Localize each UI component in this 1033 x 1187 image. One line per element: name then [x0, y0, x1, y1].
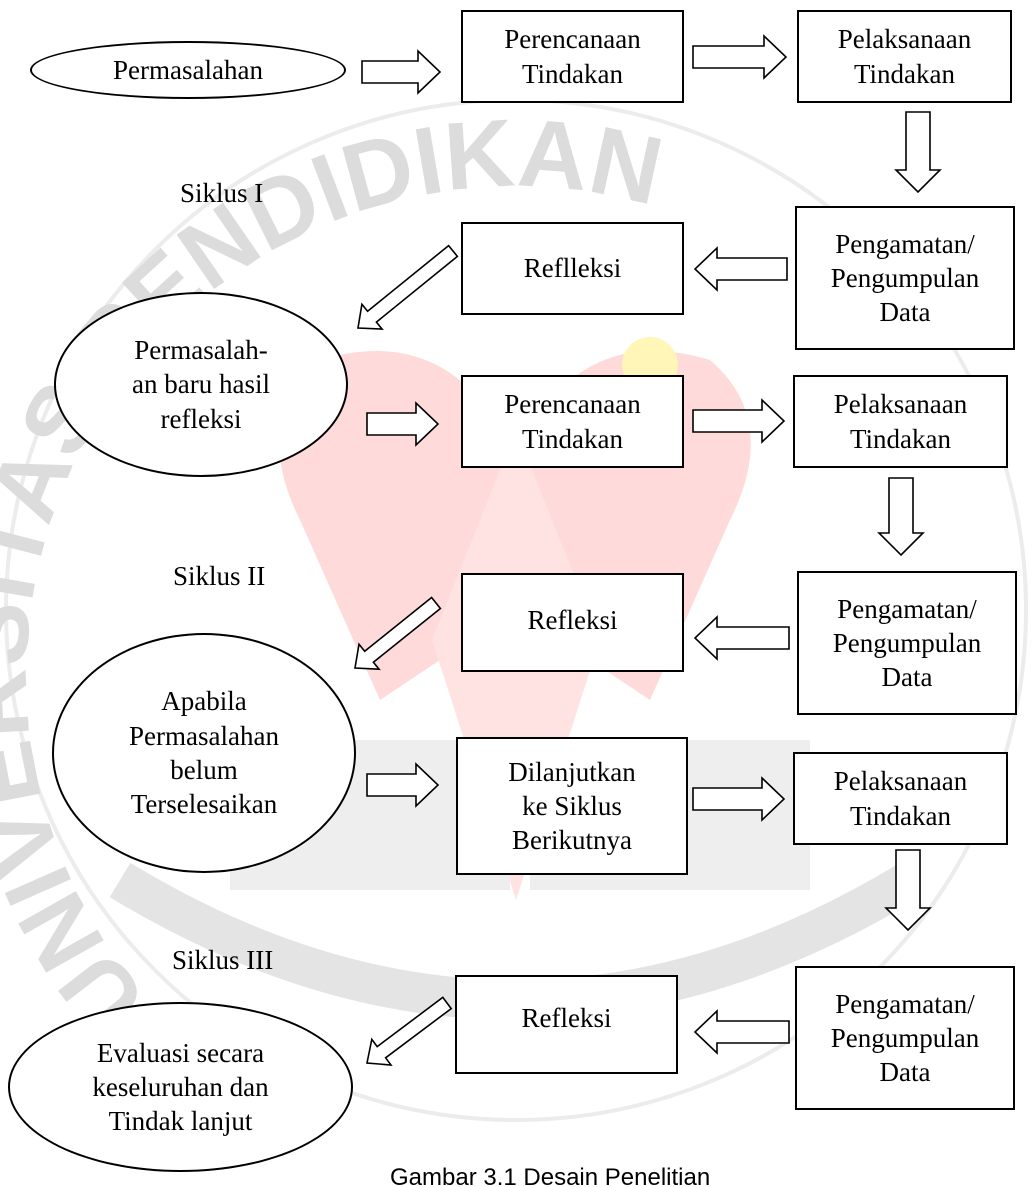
arrow-pengamatan-3-to-refleksi-3 [693, 1009, 790, 1055]
node-pelaksanaan-3: Pelaksanaan Tindakan [793, 752, 1008, 845]
arrow-pengamatan-2-to-refleksi-2 [693, 615, 790, 661]
label-siklus-1: Siklus I [180, 178, 264, 208]
arrow-pelaksanaan-2-to-pengamatan-2 [877, 477, 925, 557]
label-siklus-3: Siklus III [172, 945, 274, 975]
node-pengamatan-1: Pengamatan/ Pengumpulan Data [795, 206, 1015, 350]
node-perencanaan-2: Perencanaan Tindakan [461, 375, 684, 468]
figure-caption: Gambar 3.1 Desain Penelitian [390, 1164, 711, 1187]
arrow-pelaksanaan-1-to-pengamatan-1 [894, 111, 942, 194]
arrow-dilanjutkan-to-pelaksanaan-3 [692, 776, 786, 822]
arrow-pengamatan-1-to-refleksi-1 [693, 246, 788, 292]
node-refleksi-1: Reflleksi [461, 222, 684, 315]
node-pelaksanaan-2: Pelaksanaan Tindakan [793, 375, 1008, 468]
node-refleksi-2: Refleksi [461, 573, 684, 672]
label-siklus-2: Siklus II [173, 561, 266, 591]
arrow-perencanaan-1-to-pelaksanaan-1 [692, 34, 788, 80]
node-refleksi-3: Refleksi [455, 975, 678, 1074]
node-pelaksanaan-1: Pelaksanaan Tindakan [797, 10, 1012, 103]
arrow-permasalahan-to-perencanaan-1 [361, 49, 442, 95]
node-evaluasi: Evaluasi secara keseluruhan dan Tindak l… [8, 1002, 353, 1172]
arrow-refleksi-3-to-evaluasi [366, 996, 453, 1066]
node-pengamatan-3: Pengamatan/ Pengumpulan Data [795, 966, 1015, 1110]
arrow-pelaksanaan-3-to-pengamatan-3 [884, 849, 932, 932]
arrow-permasalahan-baru-to-perencanaan-2 [366, 401, 440, 447]
node-dilanjutkan: Dilanjutkan ke Siklus Berikutnya [456, 737, 688, 875]
node-permasalahan-baru: Permasalah- an baru hasil refleksi [54, 292, 348, 477]
arrow-perencanaan-2-to-pelaksanaan-2 [692, 398, 786, 444]
node-pengamatan-2: Pengamatan/ Pengumpulan Data [797, 571, 1017, 715]
arrow-apabila-to-dilanjutkan [366, 762, 440, 808]
arrow-refleksi-1-to-permasalahan-baru [357, 244, 459, 330]
node-apabila: Apabila Permasalahan belum Terselesaikan [52, 633, 356, 873]
node-perencanaan-1: Perencanaan Tindakan [461, 10, 684, 103]
node-permasalahan: Permasalahan [30, 41, 346, 99]
arrow-refleksi-2-to-apabila [354, 596, 442, 671]
